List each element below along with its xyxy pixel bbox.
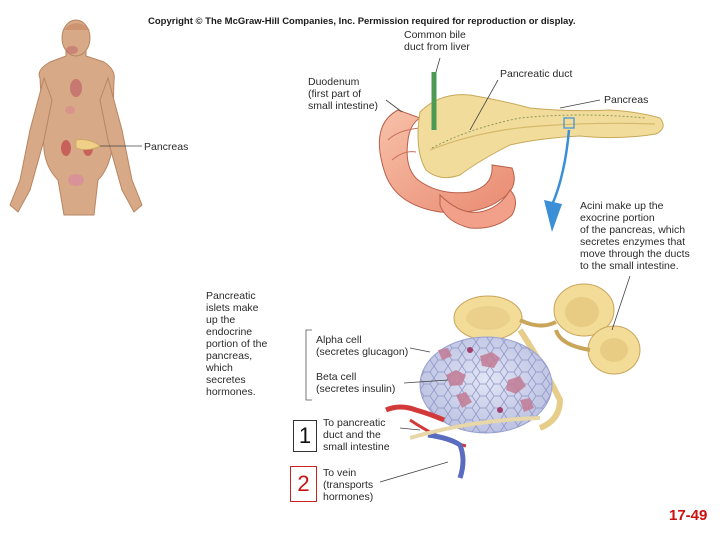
- to-duct-label: To pancreatic duct and the small intesti…: [323, 417, 390, 453]
- islets-label: Pancreatic islets make up the endocrine …: [206, 290, 268, 398]
- duodenum-label: Duodenum (first part of small intestine): [308, 76, 379, 112]
- pancreatic-islet: [305, 329, 553, 483]
- acini-cluster: [453, 275, 641, 431]
- beta-cell-label: Beta cell (secretes insulin): [316, 371, 396, 395]
- pancreatic-duct-label: Pancreatic duct: [500, 68, 573, 80]
- marker-box-1: 1: [293, 420, 317, 452]
- alpha-cell-label: Alpha cell (secretes glucagon): [316, 334, 409, 358]
- slide-number: 17-49: [669, 507, 708, 524]
- copyright-notice: Copyright © The McGraw-Hill Companies, I…: [148, 16, 576, 27]
- pancreas-label: Pancreas: [604, 94, 649, 106]
- zoom-arrow: [544, 129, 571, 232]
- acini-label: Acini make up the exocrine portion of th…: [580, 200, 690, 272]
- pancreas-duodenum: [378, 57, 664, 229]
- pancreas-body-label: Pancreas: [144, 141, 189, 153]
- human-figure: [9, 19, 143, 216]
- to-vein-label: To vein (transports hormones): [323, 467, 374, 503]
- marker-box-2: 2: [290, 466, 317, 502]
- common-bile-duct-label: Common bile duct from liver: [404, 29, 470, 53]
